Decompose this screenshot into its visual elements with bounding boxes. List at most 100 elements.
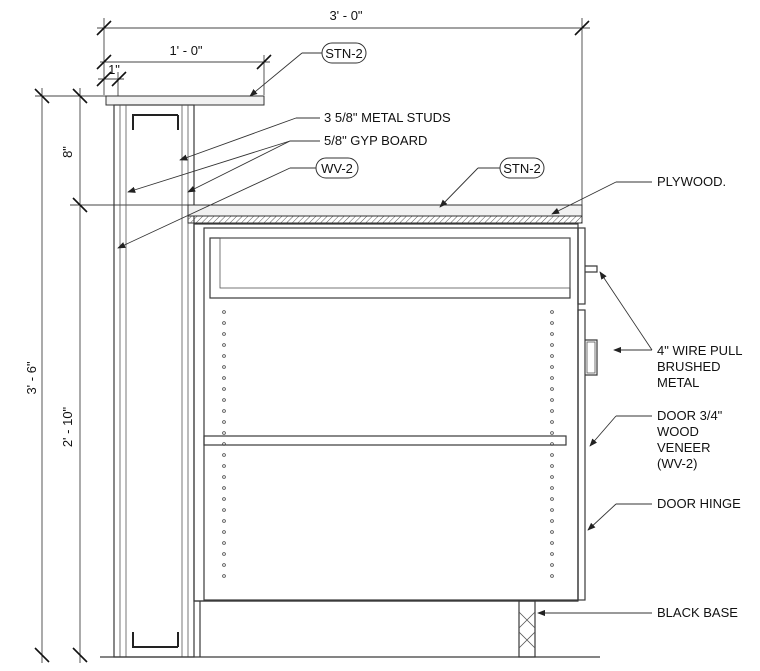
black-base	[518, 600, 536, 658]
plywood-layer	[187, 215, 583, 224]
shelf-pin-hole	[550, 508, 554, 512]
shelf-pin-hole	[222, 321, 226, 325]
shelf-pin-hole	[550, 519, 554, 523]
shelf-pin-hole	[222, 574, 226, 578]
svg-text:5/8" GYP BOARD: 5/8" GYP BOARD	[324, 133, 427, 148]
dimension-upper-height: 8" 2' - 10"	[60, 88, 190, 663]
shelf-pin-hole	[550, 398, 554, 402]
callout-wire-pull: 4" WIRE PULL BRUSHED METAL	[599, 271, 743, 390]
shelf-pin-hole	[222, 365, 226, 369]
shelf-pin-hole	[222, 431, 226, 435]
callout-black-base: BLACK BASE	[537, 605, 738, 620]
shelf-pin-hole	[550, 574, 554, 578]
svg-text:(WV-2): (WV-2)	[657, 456, 697, 471]
wall-width-label: 1' - 0"	[169, 43, 202, 58]
shelf-pin-hole	[222, 387, 226, 391]
overall-width-label: 3' - 0"	[329, 8, 362, 23]
callout-gyp-board: 5/8" GYP BOARD	[127, 133, 427, 193]
shelf-pin-hole	[550, 321, 554, 325]
shelf-pin-hole	[550, 475, 554, 479]
shelf-pin-hole	[550, 563, 554, 567]
shelf-pin-hole	[222, 453, 226, 457]
svg-text:VENEER: VENEER	[657, 440, 710, 455]
drawer	[209, 237, 571, 299]
shelf-pin-hole	[222, 475, 226, 479]
svg-text:PLYWOOD.: PLYWOOD.	[657, 174, 726, 189]
shelf-pin-hole	[550, 343, 554, 347]
shelf-pin-hole	[550, 365, 554, 369]
stone-countertop	[187, 204, 583, 217]
callout-plywood: PLYWOOD.	[551, 174, 726, 215]
shelf-pin-hole	[550, 332, 554, 336]
tag-wood-veneer: WV-2	[117, 157, 359, 249]
shelf	[203, 435, 567, 446]
tag-stone-top: STN-2	[249, 42, 367, 97]
shelf-pin-hole	[222, 541, 226, 545]
shelf-pin-hole	[550, 552, 554, 556]
dimension-overall-width: 3' - 0"	[96, 8, 590, 205]
shelf-pin-hole	[550, 387, 554, 391]
shelf-pin-holes-right	[550, 310, 554, 578]
shelf-pin-hole	[222, 464, 226, 468]
shelf-pin-hole	[550, 497, 554, 501]
door-panel	[577, 309, 586, 601]
metal-stud-bottom	[132, 632, 179, 648]
shelf-pin-hole	[222, 310, 226, 314]
upper-height-label: 8"	[60, 146, 75, 158]
shelf-pin-holes-left	[222, 310, 226, 578]
svg-text:BLACK BASE: BLACK BASE	[657, 605, 738, 620]
shelf-pin-hole	[222, 497, 226, 501]
shelf-pin-hole	[550, 409, 554, 413]
wire-pull	[585, 339, 598, 376]
dimension-wall-width: 1' - 0"	[96, 43, 272, 95]
one-inch-label: 1"	[108, 62, 120, 77]
svg-text:DOOR 3/4": DOOR 3/4"	[657, 408, 723, 423]
shelf-pin-hole	[222, 420, 226, 424]
svg-text:WOOD: WOOD	[657, 424, 699, 439]
knee-wall	[105, 95, 265, 658]
shelf-pin-hole	[550, 442, 554, 446]
svg-text:WV-2: WV-2	[321, 161, 353, 176]
drawer-front	[577, 227, 586, 305]
shelf-pin-hole	[222, 409, 226, 413]
shelf-pin-hole	[222, 563, 226, 567]
svg-text:4" WIRE PULL: 4" WIRE PULL	[657, 343, 743, 358]
shelf-pin-hole	[550, 486, 554, 490]
cabinet-box	[193, 223, 579, 602]
shelf-pin-hole	[550, 376, 554, 380]
dimension-overall-height: 3' - 6"	[24, 88, 110, 663]
overall-height-label: 3' - 6"	[24, 361, 39, 394]
shelf-pin-hole	[222, 354, 226, 358]
callout-door: DOOR 3/4" WOOD VENEER (WV-2)	[589, 408, 723, 471]
svg-text:BRUSHED: BRUSHED	[657, 359, 721, 374]
shelf-pin-hole	[550, 453, 554, 457]
shelf-pin-hole	[222, 530, 226, 534]
shelf-pin-hole	[222, 332, 226, 336]
tag-stone-counter: STN-2	[439, 157, 545, 208]
svg-text:STN-2: STN-2	[325, 46, 363, 61]
shelf-pin-hole	[222, 519, 226, 523]
svg-text:3 5/8" METAL STUDS: 3 5/8" METAL STUDS	[324, 110, 451, 125]
dimension-one-inch: 1"	[96, 62, 127, 96]
shelf-pin-hole	[222, 442, 226, 446]
callout-metal-studs: 3 5/8" METAL STUDS	[179, 110, 451, 161]
shelf-pin-hole	[550, 310, 554, 314]
shelf-pin-hole	[222, 376, 226, 380]
shelf-pin-hole	[222, 343, 226, 347]
shelf-pin-hole	[550, 530, 554, 534]
shelf-pin-hole	[222, 486, 226, 490]
shelf-pin-hole	[222, 398, 226, 402]
shelf-pin-hole	[222, 552, 226, 556]
svg-text:METAL: METAL	[657, 375, 699, 390]
cabinet	[100, 204, 600, 658]
shelf-pin-hole	[550, 541, 554, 545]
shelf-pin-hole	[550, 354, 554, 358]
svg-text:STN-2: STN-2	[503, 161, 541, 176]
metal-stud-top	[132, 114, 179, 130]
lower-height-label: 2' - 10"	[60, 406, 75, 447]
stone-cap	[105, 95, 265, 106]
callout-door-hinge: DOOR HINGE	[587, 496, 741, 531]
shelf-pin-hole	[222, 508, 226, 512]
shelf-pin-hole	[550, 431, 554, 435]
